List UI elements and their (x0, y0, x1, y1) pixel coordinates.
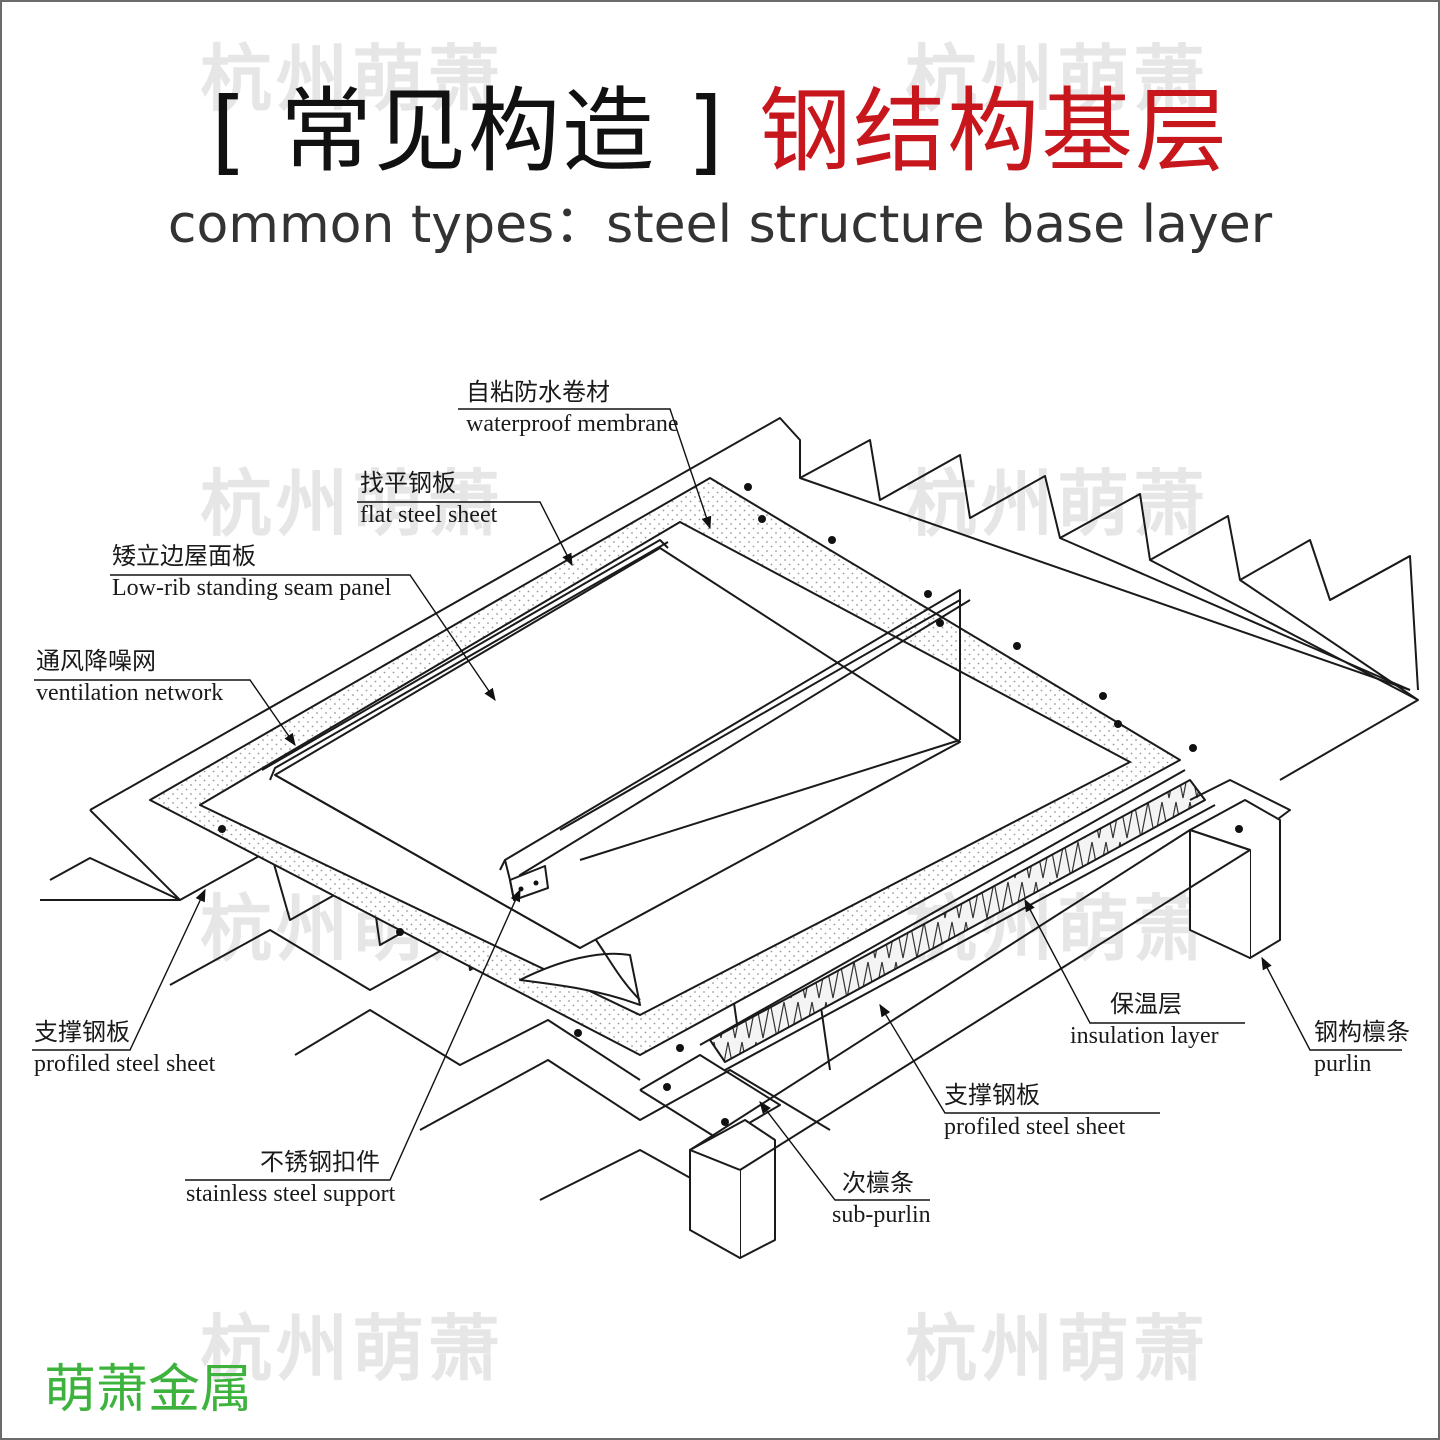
label-insulation-layer: 保温层 insulation layer (1070, 990, 1219, 1049)
label-waterproof-membrane: 自粘防水卷材 waterproof membrane (466, 378, 679, 437)
label-standing-seam-panel: 矮立边屋面板 Low-rib standing seam panel (112, 542, 392, 601)
label-profiled-steel-sheet-left: 支撑钢板 profiled steel sheet (34, 1018, 216, 1077)
insulation-layer (709, 779, 1206, 1063)
watermark: 杭州萌萧 (200, 1307, 505, 1391)
watermark: 杭州萌萧 (905, 1307, 1210, 1391)
watermark: 杭州萌萧 (200, 462, 505, 546)
page-subtitle: common types：steel structure base layer (167, 195, 1273, 255)
label-purlin: 钢构檩条 purlin (1314, 1018, 1410, 1077)
leader-purlin (1261, 956, 1402, 1051)
brand-name: 萌萧金属 (44, 1360, 253, 1420)
leader-ventilation-network (34, 679, 296, 747)
label-flat-steel-sheet: 找平钢板 flat steel sheet (360, 469, 498, 528)
leader-insulation-layer (1024, 898, 1245, 1024)
membrane-peel-edge (595, 939, 641, 1001)
label-profiled-steel-sheet-right: 支撑钢板 profiled steel sheet (944, 1081, 1126, 1140)
watermark: 杭州萌萧 (200, 37, 505, 121)
label-sub-purlin: 次檩条 sub-purlin (832, 1169, 931, 1228)
title-highlight: 钢结构基层 (759, 78, 1230, 185)
leader-profiled-steel-sheet-left (32, 888, 206, 1051)
leader-stainless-steel-support (185, 888, 521, 1181)
title-bracketed: [ 常见构造 ] (210, 78, 726, 185)
membrane-peel (519, 952, 641, 1006)
standing-seam-panels (261, 539, 971, 949)
fasteners (218, 483, 1243, 1126)
leader-profiled-steel-sheet-right (879, 1003, 1160, 1114)
insulation-bottom-edge (724, 804, 1216, 1071)
leader-standing-seam-panel (110, 574, 496, 702)
label-ventilation-network: 通风降噪网 ventilation network (36, 647, 224, 706)
page-title: [ 常见构造 ] 钢结构基层 (0, 72, 1440, 192)
insulation-top-edge (699, 769, 1186, 1046)
label-stainless-steel-support: 不锈钢扣件 stainless steel support (186, 1148, 396, 1207)
steel-purlin (689, 799, 1281, 1259)
leader-waterproof-membrane (458, 408, 712, 530)
leader-sub-purlin (759, 1100, 930, 1201)
watermark: 杭州萌萧 (905, 37, 1210, 121)
leader-flat-steel-sheet (357, 501, 573, 567)
